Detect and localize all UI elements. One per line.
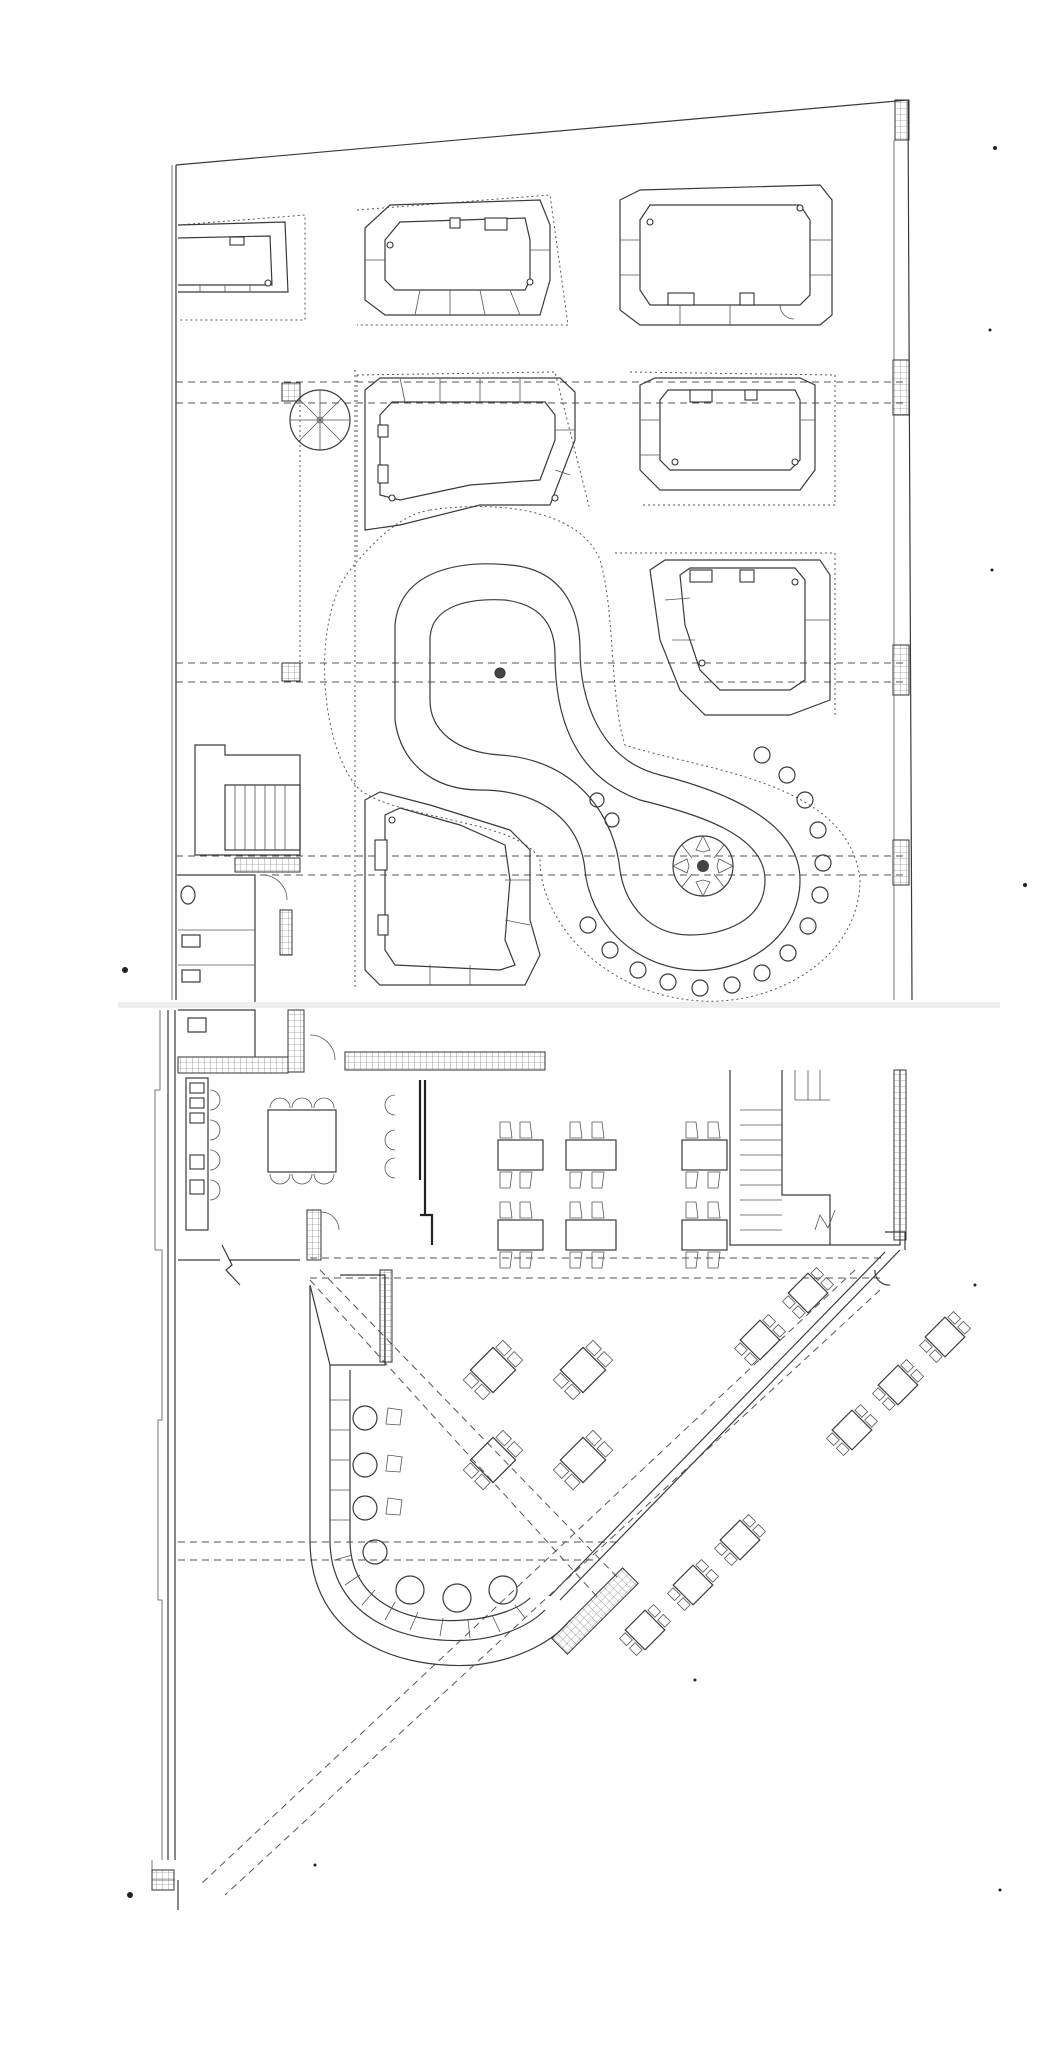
kitchen-counter-left [185,1077,221,1231]
kitchen-pod-1 [177,214,306,321]
ink-specks [122,146,1027,1898]
terrace-tables [618,1266,972,1657]
kitchen-pod-5 [629,371,836,506]
indoor-tables [497,1121,728,1269]
kitchen-pod-4 [356,371,591,560]
upper-toilets [178,874,293,1006]
long-table [267,1094,396,1185]
kitchen-pod-6 [615,552,836,716]
ground-floor-plan [122,146,1027,1910]
diagonal-facade [199,1249,901,1896]
curved-bar [309,1269,571,1667]
figure-eight-loop [324,506,861,1002]
upper-floor-plan [171,99,913,1006]
upper-stair [194,744,301,873]
diagonal-tables-interior [462,1339,614,1491]
spiral-stair [289,389,351,451]
lower-toilets [178,1009,336,1061]
loop-seats [579,746,832,997]
lower-stair [729,1069,907,1250]
kitchen-pod-2 [356,194,569,326]
kitchen-pod-3 [619,184,833,326]
kitchen-pod-7 [364,791,541,986]
central-sculpture [672,835,734,897]
